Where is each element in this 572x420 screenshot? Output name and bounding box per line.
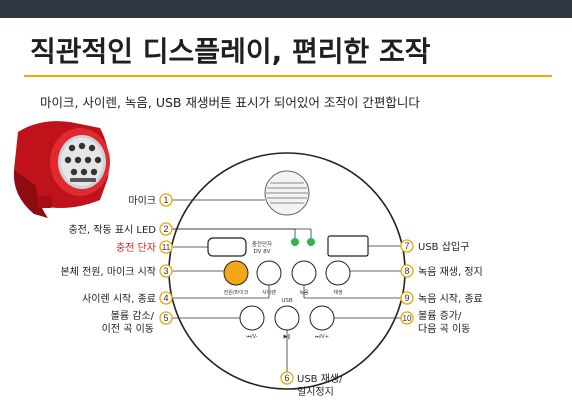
callout-6-text-line1: USB 재생/ xyxy=(297,373,343,385)
usb-group-label: USB xyxy=(281,298,293,304)
callout-10: 10 볼륨 증가/ 다음 곡 이동 xyxy=(400,310,470,335)
callout-8-text: 녹음 재생, 정지 xyxy=(418,266,483,278)
callout-11: 충전 단자 11 xyxy=(116,240,173,254)
callout-6-number: 6 xyxy=(284,373,289,383)
play-record-button[interactable] xyxy=(325,260,351,286)
title-underline xyxy=(24,75,552,77)
callout-10-text-line2: 다음 곡 이동 xyxy=(418,323,470,335)
usb-play-pause-button[interactable] xyxy=(274,305,300,331)
callout-10-text-line1: 볼륨 증가/ xyxy=(418,310,462,322)
port-label-bottom: DV 8V xyxy=(254,249,271,255)
page-title: 직관적인 디스플레이, 편리한 조작 xyxy=(30,35,431,68)
callout-3-number: 3 xyxy=(163,266,168,276)
callout-6: 6 USB 재생/ 일시정지 xyxy=(280,371,343,398)
callout-2: 충전, 작동 표시 LED 2 xyxy=(68,222,173,236)
callout-1-text: 마이크 xyxy=(128,195,156,207)
callout-10-number: 10 xyxy=(403,314,412,323)
next-volume-up-button[interactable] xyxy=(309,305,335,331)
next-label: ⏭/V+ xyxy=(315,334,329,340)
leader-lines xyxy=(172,199,401,372)
microphone-grille xyxy=(264,170,310,216)
charge-led xyxy=(291,238,299,246)
callout-6-text-line2: 일시정지 xyxy=(297,386,334,398)
callout-5-number: 5 xyxy=(163,313,168,323)
prev-volume-down-button[interactable] xyxy=(239,305,265,331)
callout-7-number: 7 xyxy=(404,241,409,251)
callout-2-text: 충전, 작동 표시 LED xyxy=(68,224,156,236)
power-mic-label: 전원/마이크 xyxy=(224,289,249,296)
usb-slot[interactable] xyxy=(327,235,369,257)
siren-button[interactable] xyxy=(256,260,282,286)
callout-7: 7 USB 삽입구 xyxy=(400,239,469,253)
callout-4: 사이렌 시작, 종료 4 xyxy=(82,291,173,305)
callout-2-number: 2 xyxy=(163,224,168,234)
callout-11-text: 충전 단자 xyxy=(116,242,156,254)
callout-11-number: 11 xyxy=(162,243,171,252)
callout-1-number: 1 xyxy=(163,195,168,205)
record-button[interactable] xyxy=(291,260,317,286)
callout-8-number: 8 xyxy=(404,266,409,276)
callout-3: 본체 전원, 마이크 시작 3 xyxy=(60,264,173,278)
callout-8: 8 녹음 재생, 정지 xyxy=(400,264,483,278)
callout-7-text: USB 삽입구 xyxy=(418,240,469,253)
play-record-label: 재생 xyxy=(333,289,343,296)
callout-4-number: 4 xyxy=(163,293,168,303)
status-led xyxy=(307,238,315,246)
callout-5-text-line1: 볼륨 감소/ xyxy=(111,310,155,322)
callout-9-number: 9 xyxy=(404,293,409,303)
callout-1: 마이크 1 xyxy=(128,193,173,207)
callout-9-text: 녹음 시작, 종료 xyxy=(418,293,483,305)
megaphone-product-image xyxy=(13,121,110,218)
prev-label: ⏮/V- xyxy=(246,334,257,340)
callout-5: 볼륨 감소/ 이전 곡 이동 5 xyxy=(102,310,173,335)
callout-9: 9 녹음 시작, 종료 xyxy=(400,291,483,305)
port-label-top: 충전단자 xyxy=(252,240,272,248)
callout-4-text: 사이렌 시작, 종료 xyxy=(82,293,156,305)
power-mic-button[interactable] xyxy=(223,260,249,286)
page-subtitle: 마이크, 사이렌, 녹음, USB 재생버튼 표시가 되어있어 조작이 간편합니… xyxy=(40,95,420,110)
callout-5-text-line2: 이전 곡 이동 xyxy=(102,323,154,335)
callout-3-text: 본체 전원, 마이크 시작 xyxy=(60,266,156,278)
charging-port[interactable] xyxy=(207,237,247,257)
top-bar xyxy=(0,0,572,18)
